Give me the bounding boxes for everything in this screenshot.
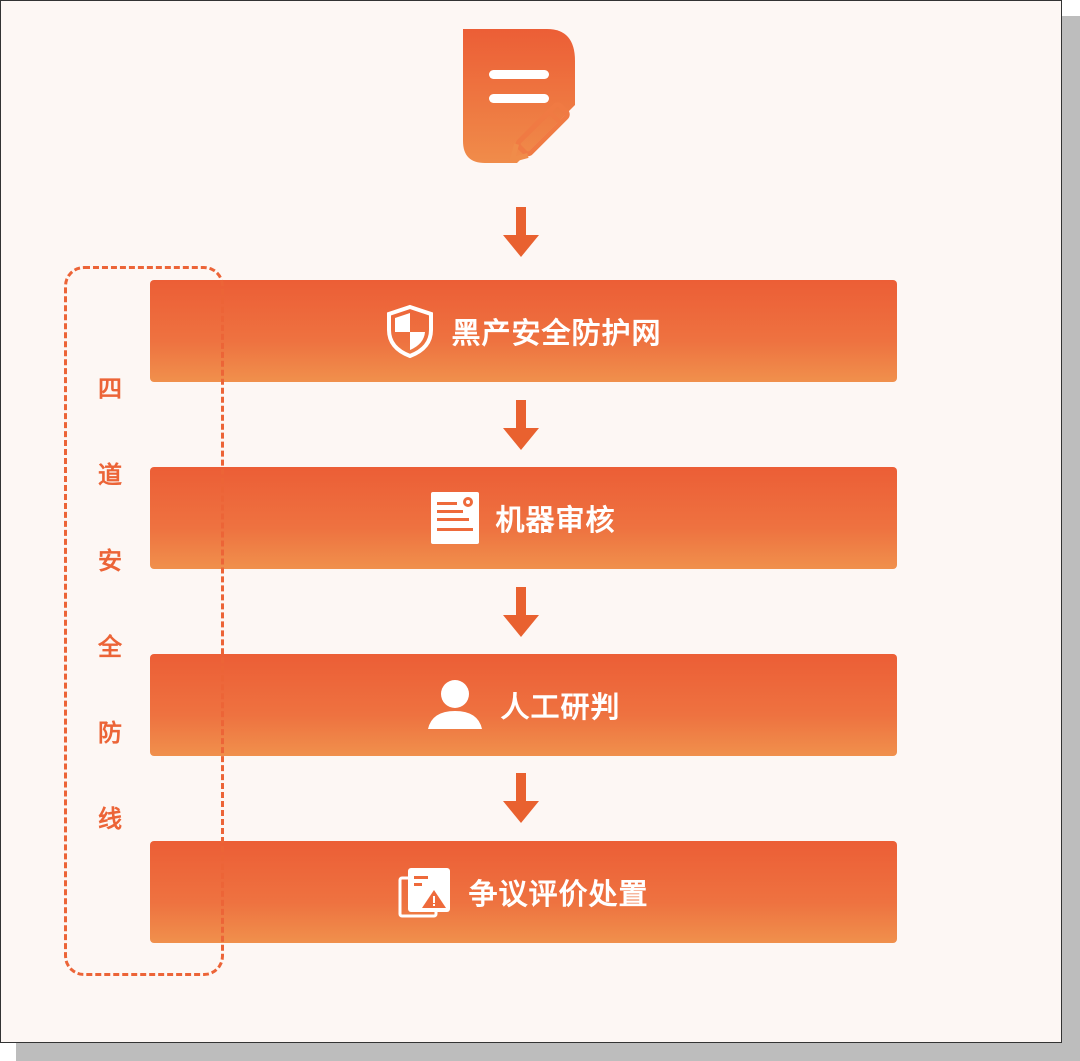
- side-label-char: 道: [98, 461, 122, 489]
- side-label-char: 线: [98, 805, 122, 833]
- side-label-char: 安: [98, 547, 122, 575]
- shield-icon: [387, 304, 434, 358]
- step-label: 争议评价处置: [468, 877, 649, 911]
- step-machine-review: 机器审核: [150, 467, 897, 569]
- four-defense-lines-bracket: [64, 266, 224, 976]
- side-label-char: 防: [98, 719, 122, 747]
- flow-arrow: [503, 400, 539, 450]
- flow-arrow: [503, 207, 539, 257]
- machine-review-icon: [431, 492, 480, 544]
- dispute-warning-icon: [398, 868, 451, 918]
- step-dispute-handling: 争议评价处置: [150, 841, 897, 943]
- step-anti-fraud-network: 黑产安全防护网: [150, 280, 897, 382]
- side-label-char: 四: [98, 375, 122, 403]
- flow-arrow: [503, 773, 539, 823]
- step-manual-review: 人工研判: [150, 654, 897, 756]
- four-defense-lines-label: 四 道 安 全 防 线: [93, 371, 127, 887]
- step-label: 黑产安全防护网: [451, 316, 662, 350]
- diagram-canvas: 黑产安全防护网 机器审核 人工研判 争议评价处置 四 道 安 全 防 线: [0, 0, 1062, 1043]
- document-edit-icon: [463, 29, 575, 163]
- step-label: 机器审核: [495, 503, 616, 537]
- person-icon: [428, 680, 483, 729]
- step-label: 人工研判: [500, 690, 621, 724]
- side-label-char: 全: [98, 633, 122, 661]
- flow-arrow: [503, 587, 539, 637]
